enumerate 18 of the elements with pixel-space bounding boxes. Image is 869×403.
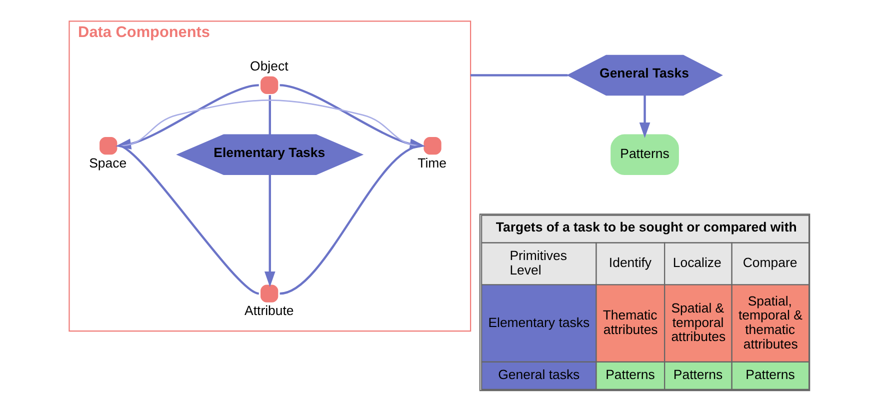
label: Thematic attributes — [602, 308, 658, 337]
label: Spatial, temporal & thematic attributes — [738, 293, 802, 352]
label: General tasks — [498, 367, 580, 382]
label: Targets of a task to be sought or compared with — [495, 219, 796, 234]
label: Elementary tasks — [488, 314, 590, 330]
node-label: Space — [88, 155, 126, 170]
label: Localize — [672, 255, 721, 270]
label: Patterns — [605, 367, 654, 382]
label: Patterns — [672, 367, 722, 382]
label: Patterns — [745, 367, 794, 382]
label: Compare — [742, 255, 797, 270]
label: Spatial & temporal attributes — [670, 300, 726, 344]
node-label: Attribute — [244, 303, 294, 318]
node-label: Object — [250, 58, 288, 74]
node-label: Time — [417, 155, 446, 170]
label: Primitives — [509, 248, 566, 264]
label: Level — [509, 262, 541, 278]
label: Identify — [608, 255, 652, 270]
